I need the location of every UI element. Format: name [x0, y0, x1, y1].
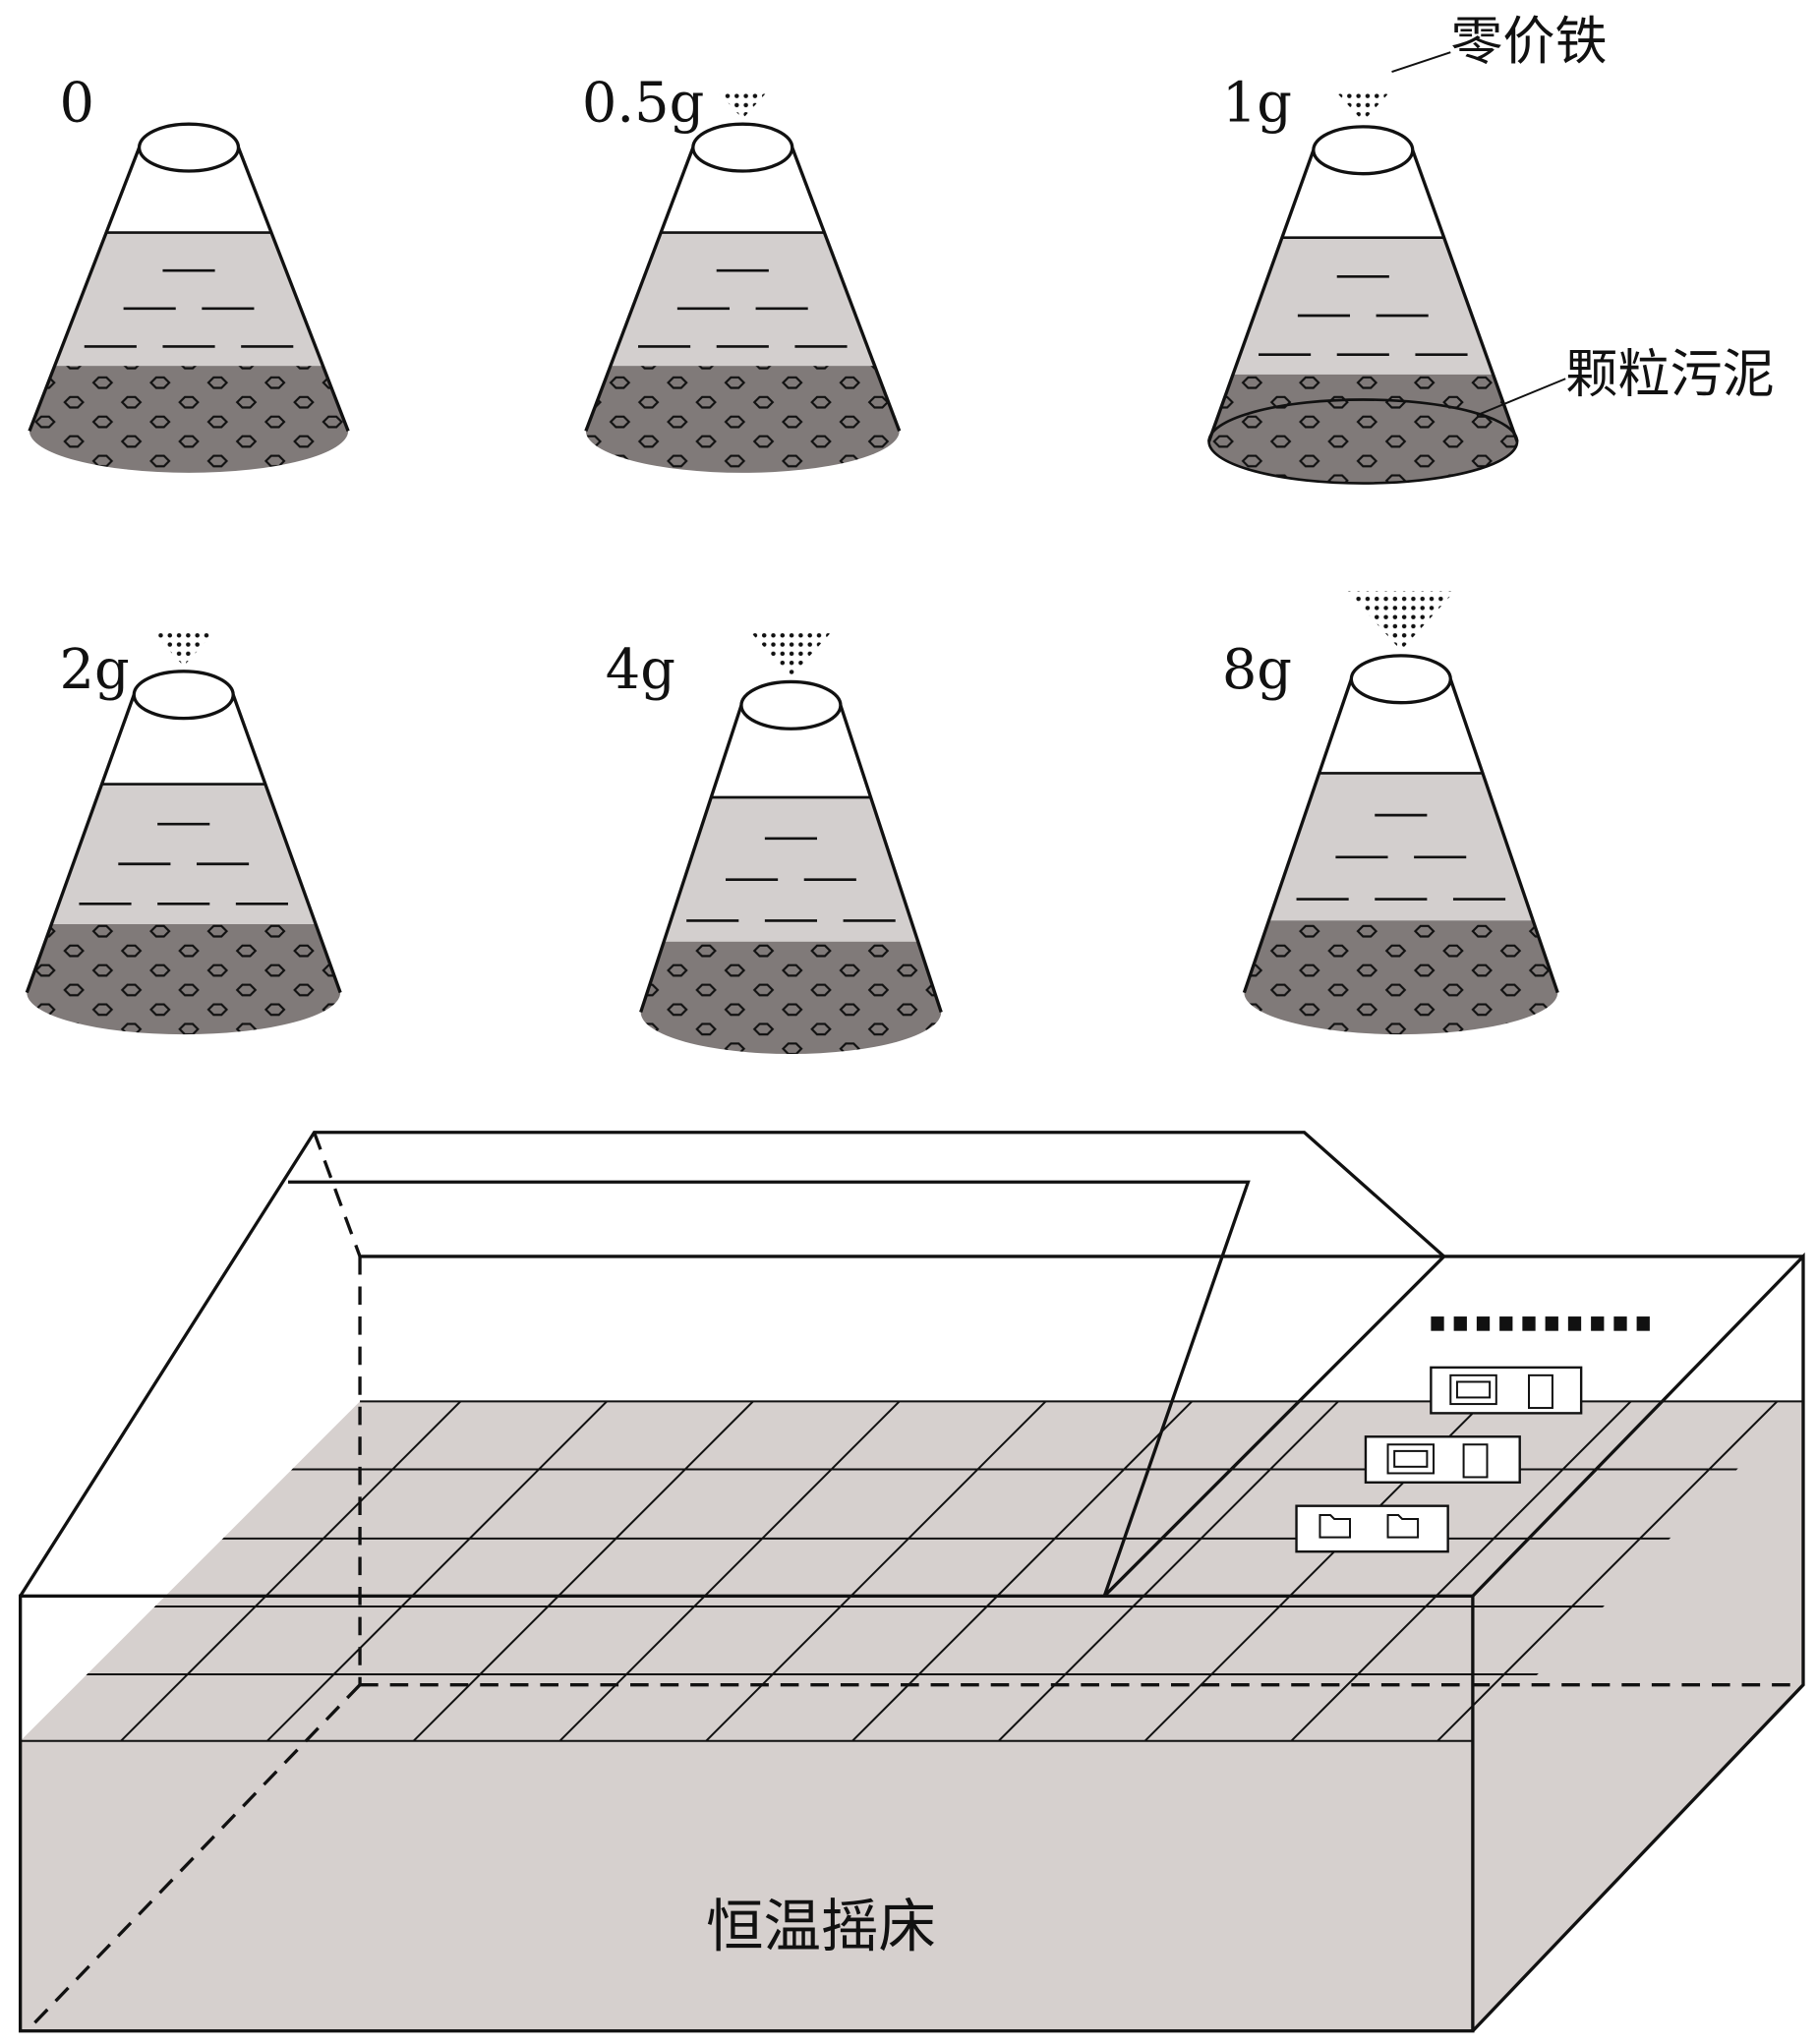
liquid [1268, 773, 1534, 921]
keypad-icon [1462, 1443, 1489, 1479]
flask-label: 0 [60, 72, 95, 136]
indicator-light [1591, 1316, 1605, 1331]
flask-label: 8g [1222, 638, 1292, 702]
flask: 0 [28, 72, 350, 473]
sludge [585, 366, 900, 473]
flask: 0.5g [582, 72, 902, 473]
control-panel-3[interactable] [1295, 1504, 1449, 1553]
flask-mouth [691, 122, 794, 173]
sludge-label: 颗粒污泥 [1565, 344, 1775, 405]
folder-icon [1386, 1513, 1420, 1539]
sludge [29, 366, 349, 473]
folder-icon [1319, 1513, 1352, 1539]
indicator-light [1613, 1316, 1627, 1331]
flask: 8g [1222, 591, 1559, 1035]
indicator-light [1499, 1316, 1513, 1331]
sludge-leader-line [1476, 378, 1566, 417]
liquid [664, 797, 918, 942]
sludge [1244, 920, 1558, 1035]
flask-mouth [1312, 125, 1415, 176]
indicator-light [1431, 1316, 1444, 1331]
shaker-label: 恒温摇床 [706, 1893, 936, 1959]
iron-label: 零价铁 [1450, 11, 1607, 72]
indicator-light [1522, 1316, 1536, 1331]
flask-label: 2g [60, 638, 130, 702]
liquid [51, 784, 317, 924]
iron-leader-line [1391, 51, 1451, 74]
flask: 2g [25, 629, 342, 1035]
flask-mouth [1349, 654, 1452, 705]
flask-label: 4g [606, 638, 675, 702]
indicator-lights [1431, 1316, 1650, 1331]
iron-powder-icon [149, 629, 217, 667]
liquid [610, 232, 875, 367]
flask-mouth [739, 679, 843, 730]
flask-mouth [137, 122, 241, 173]
iron-powder-icon [1347, 591, 1455, 651]
keypad-icon [1528, 1373, 1553, 1410]
shaker: 恒温摇床 [19, 1131, 1805, 2033]
flask: 4g [606, 630, 943, 1055]
flask-mouth [132, 670, 235, 721]
liquid [1232, 237, 1494, 375]
iron-powder-icon [1335, 90, 1391, 122]
flask-label: 0.5g [582, 72, 704, 136]
shaker-front-face [19, 1594, 1475, 2033]
control-panel-2[interactable] [1364, 1435, 1521, 1484]
sludge [1208, 374, 1518, 484]
indicator-light [1636, 1316, 1650, 1331]
indicator-light [1545, 1316, 1558, 1331]
control-panel-1[interactable] [1430, 1366, 1583, 1415]
indicator-light [1567, 1316, 1582, 1331]
flask-label: 1g [1222, 72, 1292, 136]
indicator-light [1476, 1316, 1491, 1331]
sludge [27, 923, 341, 1035]
liquid [54, 232, 323, 367]
iron-powder-icon [748, 630, 833, 677]
iron-powder-icon [719, 92, 766, 119]
indicator-light [1453, 1316, 1467, 1331]
shaker-lid[interactable] [19, 1131, 1447, 1598]
sludge [640, 941, 942, 1055]
flask-group: 0 0.5g 1g 2g 4g 8g [25, 72, 1559, 1055]
shaker-body-fill [20, 1401, 1803, 2031]
flask: 1g [1206, 72, 1519, 485]
